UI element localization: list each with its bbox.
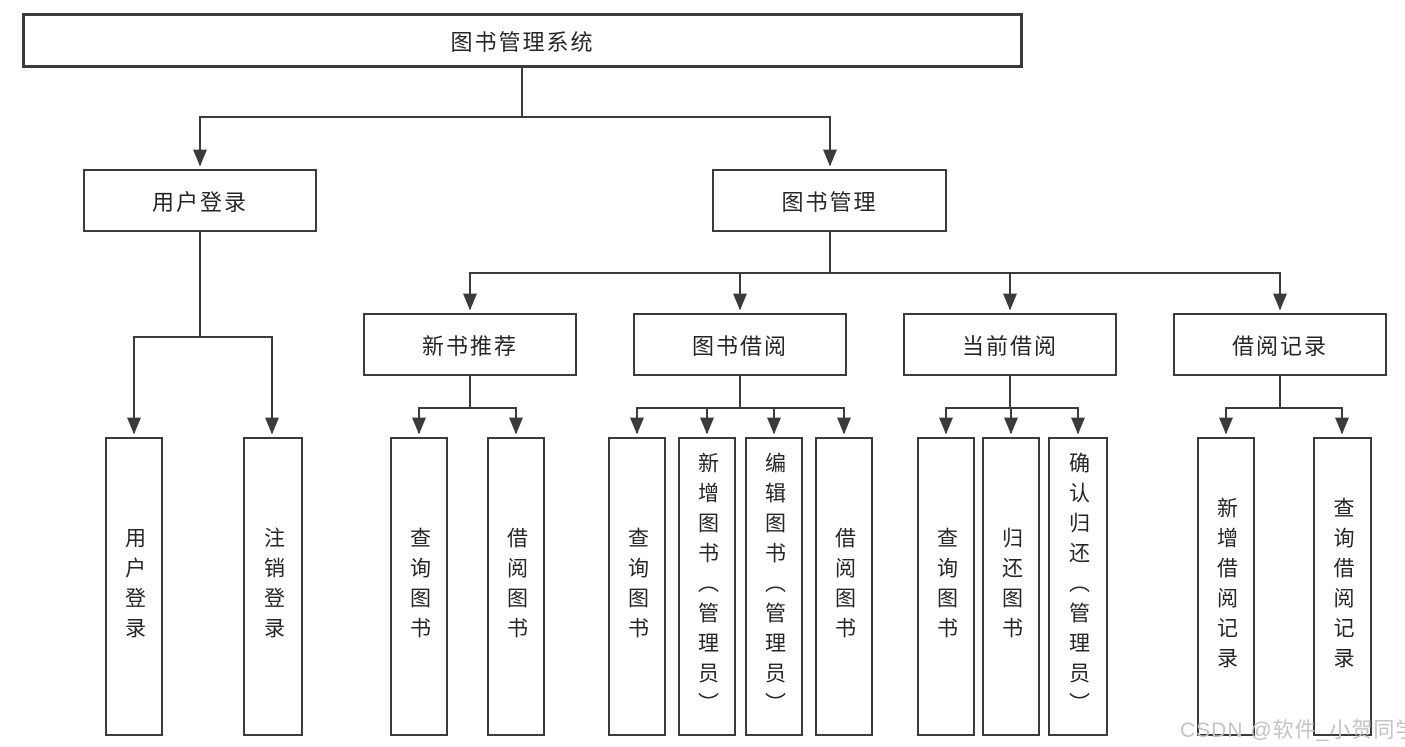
node-borrow-books-recommend: 借阅图书 (487, 437, 545, 736)
node-label: 新书推荐 (421, 333, 518, 359)
node-label: 用户登录 (151, 189, 248, 215)
node-label: 当前借阅 (961, 333, 1058, 359)
node-label: 确认归还（管理员） (1066, 451, 1090, 722)
node-root-label: 图书管理系统 (450, 29, 595, 55)
node-user-login: 用户登录 (83, 169, 317, 232)
node-label: 借阅图书 (504, 526, 528, 647)
node-label: 图书管理 (781, 189, 878, 215)
node-query-borrow-record: 查询借阅记录 (1313, 437, 1372, 736)
node-label: 借阅记录 (1231, 333, 1328, 359)
node-query-books-borrow: 查询图书 (608, 437, 666, 736)
csdn-watermark: CSDN @软件_小贺同学 (1180, 719, 1405, 742)
node-label: 图书借阅 (691, 333, 788, 359)
node-query-books-current: 查询图书 (917, 437, 975, 736)
node-label: 新增图书（管理员） (695, 451, 719, 722)
node-label: 新增借阅记录 (1214, 496, 1238, 677)
node-borrow-books-leaf: 借阅图书 (815, 437, 873, 736)
node-label: 注销登录 (261, 526, 285, 647)
node-new-book-recommend: 新书推荐 (363, 313, 577, 376)
node-label: 查询借阅记录 (1331, 496, 1354, 677)
node-confirm-return-admin: 确认归还（管理员） (1048, 437, 1108, 736)
node-label: 编辑图书（管理员） (762, 451, 786, 722)
node-edit-book-admin: 编辑图书（管理员） (745, 437, 803, 736)
node-add-borrow-record: 新增借阅记录 (1197, 437, 1255, 736)
node-book-borrow: 图书借阅 (633, 313, 847, 376)
node-query-books-recommend: 查询图书 (390, 437, 448, 736)
node-label: 用户登录 (122, 526, 146, 647)
node-add-book-admin: 新增图书（管理员） (678, 437, 736, 736)
node-label: 查询图书 (407, 526, 431, 647)
node-label: 查询图书 (934, 526, 958, 647)
node-label: 查询图书 (625, 526, 649, 647)
node-user-login-leaf: 用户登录 (105, 437, 163, 736)
node-current-borrow: 当前借阅 (903, 313, 1117, 376)
node-label: 归还图书 (999, 526, 1023, 647)
node-book-management: 图书管理 (712, 169, 947, 232)
node-return-books: 归还图书 (982, 437, 1040, 736)
node-borrow-records: 借阅记录 (1173, 313, 1387, 376)
node-label: 借阅图书 (832, 526, 856, 647)
node-root: 图书管理系统 (22, 13, 1023, 68)
node-logout: 注销登录 (243, 437, 303, 736)
